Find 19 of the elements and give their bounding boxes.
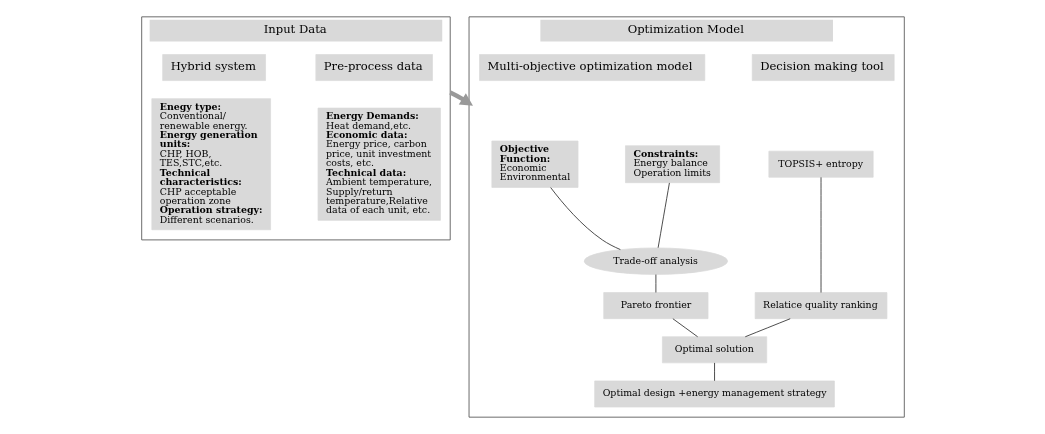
connector xyxy=(744,318,791,338)
node-box: TOPSIS+ entropy xyxy=(768,150,874,178)
connector xyxy=(549,187,621,250)
connector xyxy=(713,362,715,382)
node-box: Optimal design +energy management strategy xyxy=(593,380,835,408)
connector xyxy=(671,318,698,338)
node-box: Energy Demands: Heat demand,etc. Economic data: Energy price, carbon price, unit investment costs, etc. Technical data: Ambient temperature, Supply/return temperature,Relative data of each unit, etc. xyxy=(317,107,441,221)
node-box: Objective Function: Economic Environmental xyxy=(491,140,578,188)
node-box: Pareto frontier xyxy=(602,292,708,320)
node-box: Optimal solution xyxy=(661,336,767,364)
node-box: Multi-objective optimization model xyxy=(478,54,705,81)
node-box: Decision making tool xyxy=(751,54,895,81)
node-box: Enegy type: Conventional/ renewable energy. Energy generation units: CHP, HOB, TES,STC,etc. Technical characteristics: CHP acceptable operation zone Operation strategy: Different scenarios. xyxy=(150,98,271,231)
node-box: Pre-process data xyxy=(315,54,433,81)
node-box: Hybrid system xyxy=(161,54,266,81)
connector xyxy=(657,182,670,249)
node-box: Constraints: Energy balance Operation limits xyxy=(624,145,720,184)
node-box: Relatice quality ranking xyxy=(754,292,887,320)
node-ellipse: Trade-off analysis xyxy=(583,247,728,275)
